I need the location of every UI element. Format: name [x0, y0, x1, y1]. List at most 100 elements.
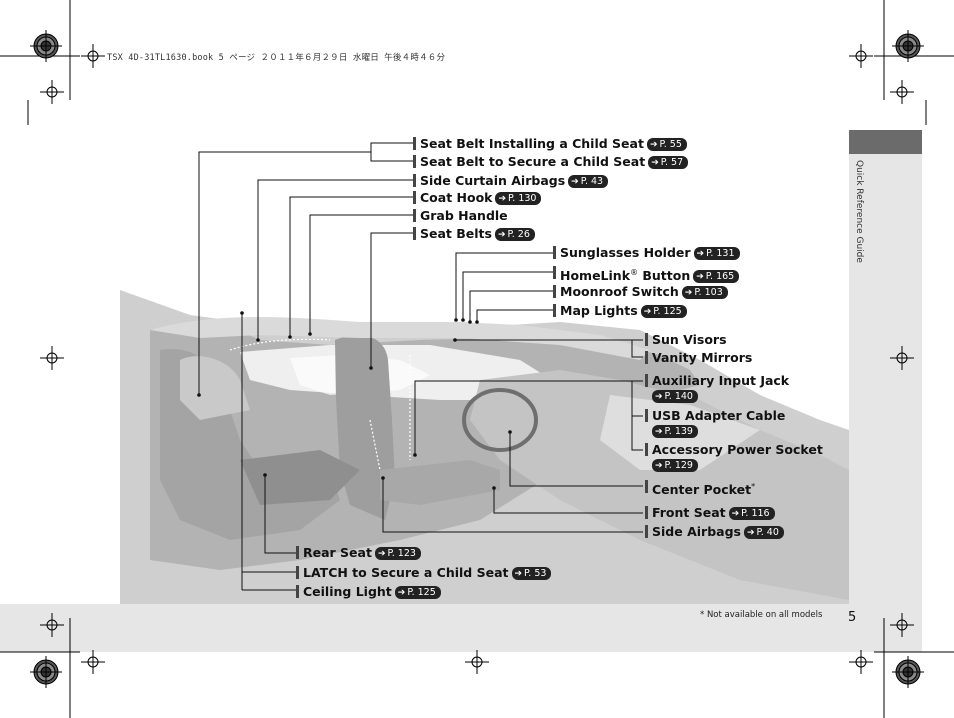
- label-text: Front Seat: [652, 505, 726, 520]
- arrow-icon: ➔: [696, 272, 704, 282]
- label-text: Auxiliary Input Jack: [652, 373, 790, 388]
- arrow-icon: ➔: [684, 288, 693, 298]
- page-ref-link[interactable]: ➔P. 57: [648, 156, 689, 169]
- page-ref: P. 53: [524, 568, 547, 579]
- arrow-icon: ➔: [377, 549, 386, 559]
- label-text: Sun Visors: [652, 332, 727, 347]
- footnote-mark: *: [751, 482, 756, 491]
- label-text: Side Airbags: [652, 524, 741, 539]
- label-sun-visors: Sun Visors: [645, 332, 727, 347]
- page-ref-link[interactable]: ➔P. 40: [743, 526, 784, 539]
- arrow-icon: ➔: [655, 461, 663, 471]
- label-text: Center Pocket: [652, 482, 752, 497]
- page-ref-link[interactable]: ➔P. 55: [646, 138, 687, 151]
- page-ref-link[interactable]: ➔P. 123: [374, 547, 421, 560]
- registration-targets: [30, 30, 924, 688]
- page-ref: P. 131: [706, 248, 735, 259]
- label-text: USB Adapter Cable: [652, 408, 786, 423]
- label-rear-seat: Rear Seat➔P. 123: [296, 545, 421, 560]
- label-side-airbags: Side Airbags➔P. 40: [645, 524, 784, 539]
- label-text: Rear Seat: [303, 545, 372, 560]
- page-ref: P. 26: [507, 229, 530, 240]
- label-latch: LATCH to Secure a Child Seat➔P. 53: [296, 565, 552, 580]
- label-vanity-mirrors: Vanity Mirrors: [645, 350, 752, 365]
- label-text: Seat Belt Installing a Child Seat: [420, 136, 644, 151]
- arrow-icon: ➔: [498, 194, 507, 204]
- arrow-icon: ➔: [571, 177, 579, 187]
- page-ref-link[interactable]: ➔P. 125: [394, 586, 441, 599]
- page-ref-link[interactable]: ➔P. 165: [693, 270, 740, 283]
- page-ref: P. 165: [705, 271, 735, 282]
- label-text: Vanity Mirrors: [652, 350, 753, 365]
- label-text: Seat Belt to Secure a Child Seat: [420, 154, 646, 169]
- label-ceiling-light: Ceiling Light➔P. 125: [296, 584, 441, 599]
- label-seat-belt-installing-child-seat: Seat Belt Installing a Child Seat➔P. 55: [413, 136, 687, 151]
- page-ref-link[interactable]: ➔P. 26: [494, 228, 535, 241]
- side-tab-band: [849, 130, 922, 652]
- leader-lines: [198, 142, 643, 591]
- label-text: Accessory Power Socket: [652, 442, 823, 457]
- registered-mark: ®: [630, 268, 639, 277]
- label-text: Ceiling Light: [303, 584, 392, 599]
- arrow-icon: ➔: [649, 140, 658, 150]
- label-text: Side Curtain Airbags: [420, 173, 566, 188]
- label-text-suffix: Button: [638, 268, 691, 283]
- page-ref-link[interactable]: ➔P. 139: [652, 425, 698, 438]
- arrow-icon: ➔: [655, 427, 663, 437]
- page-ref-link[interactable]: ➔P. 125: [640, 305, 687, 318]
- label-map-lights: Map Lights➔P. 125: [553, 303, 687, 318]
- label-homelink-button: HomeLink® Button➔P. 165: [553, 265, 740, 283]
- page-ref-link[interactable]: ➔P. 53: [511, 567, 552, 580]
- label-auxiliary-input-jack: Auxiliary Input Jack ➔P. 140: [645, 373, 789, 403]
- arrow-icon: ➔: [651, 158, 659, 168]
- label-text: Map Lights: [560, 303, 638, 318]
- print-header: TSX 4D-31TL1630.book 5 ページ ２０１１年６月２９日 水曜…: [107, 53, 446, 63]
- page-ref-link[interactable]: ➔P. 103: [681, 286, 728, 299]
- page-ref: P. 57: [660, 157, 684, 168]
- arrow-icon: ➔: [655, 392, 663, 402]
- page-number: 5: [848, 610, 857, 625]
- label-text: LATCH to Secure a Child Seat: [303, 565, 509, 580]
- page-ref-link[interactable]: ➔P. 129: [652, 459, 698, 472]
- page-ref: P. 123: [387, 548, 416, 559]
- arrow-icon: ➔: [397, 588, 406, 598]
- label-moonroof-switch: Moonroof Switch➔P. 103: [553, 284, 728, 299]
- page-ref: P. 40: [756, 527, 779, 538]
- label-usb-adapter-cable: USB Adapter Cable ➔P. 139: [645, 408, 785, 438]
- page-ref: P. 125: [407, 587, 436, 598]
- page-ref-link[interactable]: ➔P. 131: [693, 247, 740, 260]
- arrow-icon: ➔: [497, 230, 506, 240]
- label-sunglasses-holder: Sunglasses Holder➔P. 131: [553, 245, 740, 260]
- label-text: Seat Belts: [420, 226, 492, 241]
- page-ref-link[interactable]: ➔P. 43: [568, 175, 609, 188]
- page-ref-link[interactable]: ➔P. 130: [495, 192, 542, 205]
- label-text: Coat Hook: [420, 190, 493, 205]
- arrow-icon: ➔: [514, 569, 523, 579]
- label-text: Grab Handle: [420, 208, 508, 223]
- label-text: Sunglasses Holder: [560, 245, 691, 260]
- label-grab-handle: Grab Handle: [413, 208, 508, 223]
- side-tab-marker: [849, 130, 922, 154]
- page-ref-link[interactable]: ➔P. 116: [728, 507, 775, 520]
- page-ref-link[interactable]: ➔P. 140: [652, 390, 698, 403]
- label-text: HomeLink: [560, 268, 631, 283]
- page-ref: P. 125: [653, 306, 682, 317]
- arrow-icon: ➔: [746, 528, 755, 538]
- label-center-pocket: Center Pocket*: [645, 479, 755, 497]
- label-accessory-power-socket: Accessory Power Socket ➔P. 129: [645, 442, 823, 472]
- arrow-icon: ➔: [731, 509, 740, 519]
- side-tab-text: Quick Reference Guide: [854, 160, 864, 263]
- page-ref: P. 130: [508, 193, 537, 204]
- label-side-curtain-airbags: Side Curtain Airbags➔P. 43: [413, 173, 609, 188]
- label-text: Moonroof Switch: [560, 284, 679, 299]
- arrow-icon: ➔: [696, 249, 705, 259]
- page-ref: P. 116: [741, 508, 770, 519]
- page-ref: P. 140: [664, 391, 693, 402]
- page-ref: P. 55: [659, 139, 682, 150]
- page-ref: P. 129: [664, 460, 693, 471]
- label-seat-belts: Seat Belts➔P. 26: [413, 226, 535, 241]
- footnote: * Not available on all models: [700, 610, 823, 620]
- label-seat-belt-secure-child-seat: Seat Belt to Secure a Child Seat➔P. 57: [413, 154, 689, 169]
